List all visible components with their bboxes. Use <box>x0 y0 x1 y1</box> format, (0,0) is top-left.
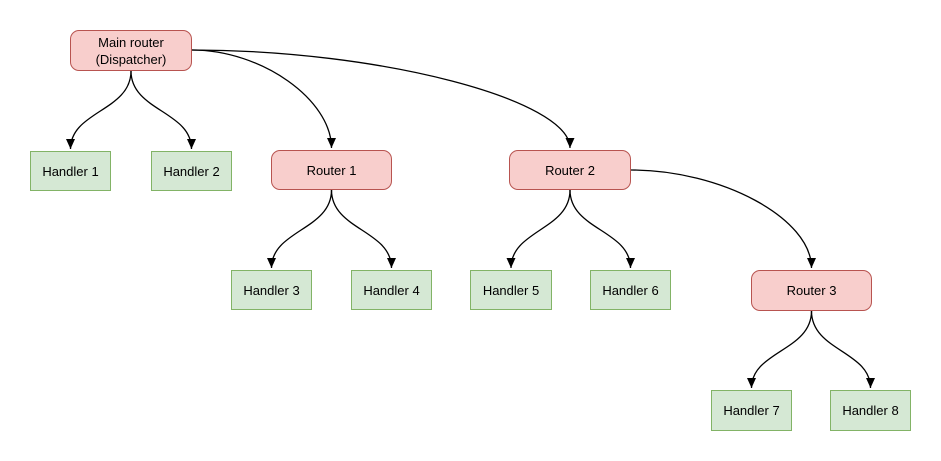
edge-main-router-to-router-2 <box>191 49 575 149</box>
edge-main-router-to-handler-2 <box>130 70 196 150</box>
edge-router-3-to-handler-7 <box>747 310 813 389</box>
node-router-3: Router 3 <box>751 270 872 311</box>
edge-router-1-to-handler-4 <box>330 189 396 269</box>
edge-main-router-to-router-1 <box>191 49 336 149</box>
edge-router-2-to-router-3 <box>630 169 816 269</box>
edge-router-2-to-handler-6 <box>569 189 635 269</box>
edge-router-2-to-handler-5 <box>506 189 571 269</box>
node-router-2: Router 2 <box>509 150 631 190</box>
edge-router-1-to-handler-3 <box>267 189 333 269</box>
node-handler-2: Handler 2 <box>151 151 232 191</box>
edge-main-router-to-handler-1 <box>66 70 132 150</box>
edge-router-3-to-handler-8 <box>810 310 875 389</box>
node-handler-5: Handler 5 <box>470 270 552 310</box>
node-handler-4: Handler 4 <box>351 270 432 310</box>
node-handler-6: Handler 6 <box>590 270 671 310</box>
node-handler-1: Handler 1 <box>30 151 111 191</box>
node-handler-8: Handler 8 <box>830 390 911 431</box>
node-handler-3: Handler 3 <box>231 270 312 310</box>
node-handler-7: Handler 7 <box>711 390 792 431</box>
node-router-1: Router 1 <box>271 150 392 190</box>
node-main-router: Main router (Dispatcher) <box>70 30 192 71</box>
